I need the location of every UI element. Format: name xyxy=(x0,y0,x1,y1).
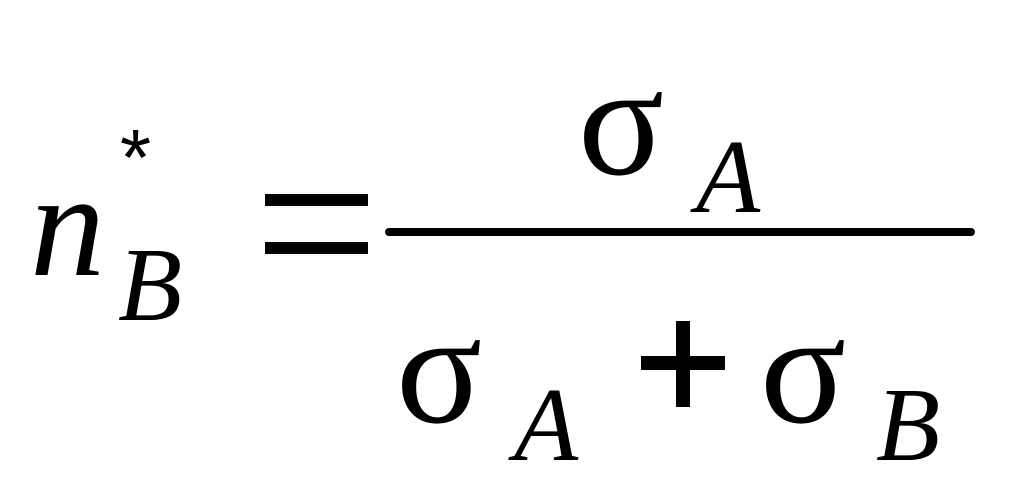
denominator-sigma-2: σ xyxy=(760,279,847,457)
denominator-subscript-1: A xyxy=(514,366,579,483)
lhs-superscript: * xyxy=(120,113,152,202)
equals-top-bar xyxy=(265,194,368,206)
lhs-symbol: n xyxy=(30,142,105,308)
numerator-sigma: σ xyxy=(578,31,665,209)
numerator-subscript: A xyxy=(696,118,761,235)
plus-vertical-bar xyxy=(676,321,690,407)
fraction-line xyxy=(385,228,975,236)
denominator-subscript-2: B xyxy=(876,366,941,483)
lhs-subscript: B xyxy=(118,226,183,343)
denominator-sigma-1: σ xyxy=(396,279,483,457)
equals-bottom-bar xyxy=(265,242,368,254)
